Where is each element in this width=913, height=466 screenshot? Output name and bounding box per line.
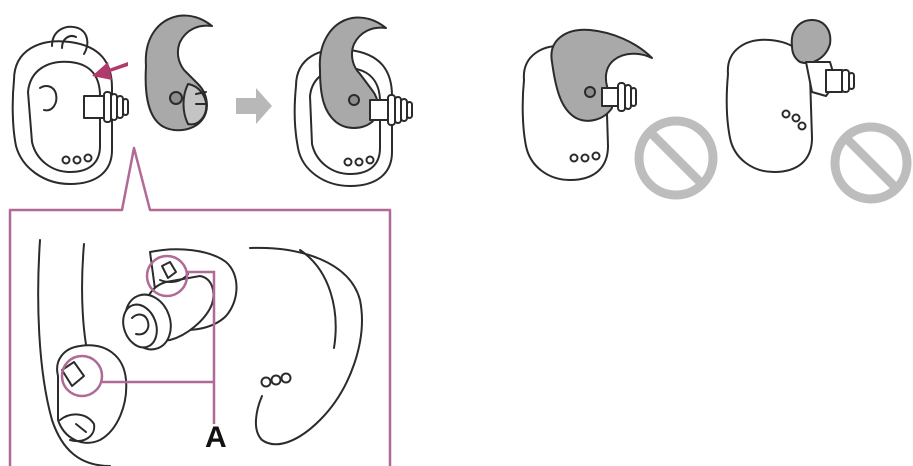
earbud-with-tip-icon bbox=[13, 27, 128, 184]
prohibited-icon bbox=[835, 127, 907, 199]
step-arrow-icon bbox=[236, 88, 272, 124]
zoomed-earbud-detail bbox=[38, 240, 362, 466]
prohibited-icon bbox=[639, 121, 713, 195]
fitting-supporter-icon bbox=[146, 15, 212, 130]
callout-label-A: A bbox=[205, 423, 227, 453]
incorrect-attachment-icon bbox=[523, 30, 652, 180]
assembled-earbud-icon bbox=[295, 17, 412, 186]
